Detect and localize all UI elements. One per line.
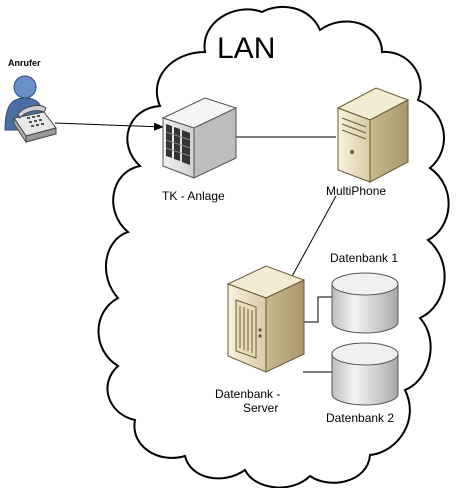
database-2-label: Datenbank 2	[326, 411, 394, 425]
database-1-label: Datenbank 1	[330, 251, 398, 265]
database-1-cylinder-icon	[331, 272, 399, 334]
multiphone-label: MultiPhone	[326, 184, 386, 198]
database-2-cylinder-icon	[331, 342, 399, 406]
pbx-tower-icon	[161, 97, 238, 179]
caller-to-pbx-arrow	[54, 122, 164, 131]
lan-cloud	[97, 5, 450, 488]
lan-title: LAN	[217, 32, 275, 65]
database-server-label-line1: Datenbank -	[215, 387, 280, 401]
pbx-label: TK - Anlage	[162, 189, 225, 203]
database-server-icon	[226, 265, 306, 373]
multiphone-to-server-line	[289, 195, 337, 281]
caller-person-icon	[4, 75, 57, 144]
database-server-label-line2: Server	[243, 401, 278, 415]
caller-label: Anrufer	[8, 58, 41, 68]
server-to-db1-line	[303, 296, 332, 323]
multiphone-server-icon	[336, 87, 410, 183]
